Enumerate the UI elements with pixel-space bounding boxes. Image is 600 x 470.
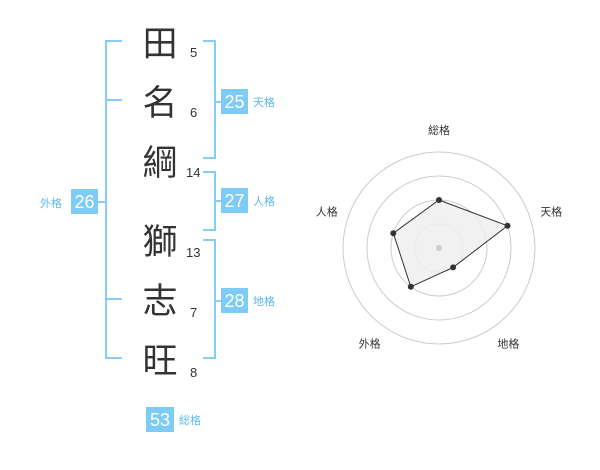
radar-axis-label: 総格 <box>428 123 450 137</box>
radar-point <box>450 264 457 271</box>
radar-point <box>407 283 414 290</box>
stroke-count: 14 <box>186 165 200 180</box>
chikaku-badge: 28 地格 <box>221 288 275 313</box>
radar-series-polygon <box>392 199 509 288</box>
radar-point <box>436 197 442 203</box>
stroke-count: 7 <box>190 305 197 320</box>
gaikaku-bracket <box>105 40 122 359</box>
stroke-count: 8 <box>190 365 197 380</box>
tenkaku-bracket <box>203 40 216 159</box>
chikaku-value: 28 <box>224 291 244 311</box>
gaikaku-label: 外格 <box>40 196 62 210</box>
radar-ring <box>342 151 536 345</box>
jinkaku-value: 27 <box>224 191 244 211</box>
radar-ring <box>366 175 512 321</box>
tenkaku-value: 25 <box>224 92 244 112</box>
radar-axis-label: 人格 <box>316 205 338 219</box>
soukaku-badge: 53 総格 <box>146 407 201 432</box>
soukaku-label: 総格 <box>179 413 201 427</box>
name-char: 田 <box>142 25 177 65</box>
radar-axis-label: 外格 <box>359 337 381 351</box>
name-char: 志 <box>142 282 177 322</box>
jinkaku-badge: 27 人格 <box>221 188 275 213</box>
stroke-count: 5 <box>190 45 197 60</box>
name-char: 名 <box>142 84 177 124</box>
jinkaku-label: 人格 <box>253 194 275 208</box>
name-char: 綱 <box>142 144 177 184</box>
radar-point <box>504 222 511 229</box>
radar-axis-label: 天格 <box>540 205 562 219</box>
gaikaku-value: 26 <box>74 192 94 212</box>
soukaku-value: 53 <box>150 410 170 430</box>
stroke-count: 6 <box>190 105 197 120</box>
name-char: 旺 <box>142 342 177 382</box>
tenkaku-badge: 25 天格 <box>221 89 275 114</box>
tenkaku-label: 天格 <box>253 95 275 109</box>
name-char: 獅 <box>142 223 177 263</box>
radar-center-dot <box>436 245 442 251</box>
radar-axis-label: 地格 <box>497 337 519 351</box>
chikaku-label: 地格 <box>253 294 275 308</box>
chikaku-bracket <box>203 239 216 359</box>
gaikaku-badge: 外格 26 <box>40 189 98 214</box>
jinkaku-bracket <box>203 171 216 231</box>
stroke-count: 13 <box>186 245 200 260</box>
radar-point <box>390 230 397 237</box>
